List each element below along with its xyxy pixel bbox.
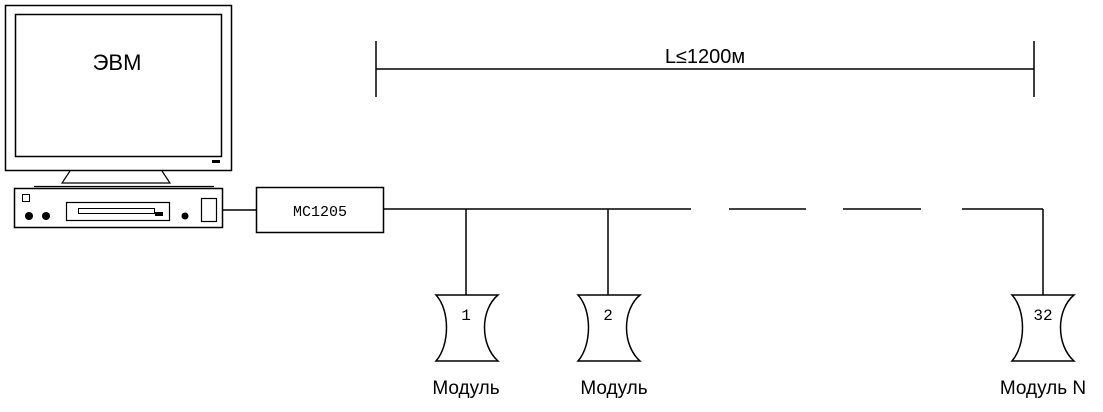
system-unit-button-2	[42, 212, 50, 220]
monitor-power-led	[212, 160, 220, 163]
module-1-number: 1	[461, 307, 471, 325]
length-dimension	[375, 41, 1035, 97]
system-unit-indicator	[22, 194, 30, 202]
monitor-screen	[14, 13, 223, 158]
module-n: 32 Модуль N	[1000, 294, 1086, 399]
system-unit-button-3	[181, 212, 189, 220]
computer-screen-label: ЭВМ	[93, 50, 142, 75]
module-2: 2 Модуль	[576, 294, 648, 399]
module-2-number: 2	[603, 307, 613, 325]
module-n-shape	[1010, 294, 1077, 362]
module-2-caption: Модуль	[580, 378, 647, 399]
computer	[4, 4, 233, 229]
module-1: 1 Модуль	[432, 294, 501, 399]
floppy-drive	[65, 201, 171, 222]
system-unit	[13, 187, 224, 229]
system-unit-panel	[200, 197, 218, 223]
module-1-shape	[434, 294, 501, 362]
module-n-number: 32	[1033, 307, 1052, 325]
bus-drops	[465, 209, 1044, 295]
length-label: L≤1200м	[665, 46, 745, 68]
monitor-bezel	[4, 4, 233, 172]
system-unit-button-1	[25, 212, 33, 220]
module-1-caption: Модуль	[432, 378, 499, 399]
converter-box	[255, 186, 385, 234]
module-2-shape	[576, 294, 643, 362]
converter-label: MC1205	[293, 204, 347, 221]
monitor-stand	[60, 170, 172, 184]
module-n-caption: Модуль N	[1000, 378, 1086, 399]
